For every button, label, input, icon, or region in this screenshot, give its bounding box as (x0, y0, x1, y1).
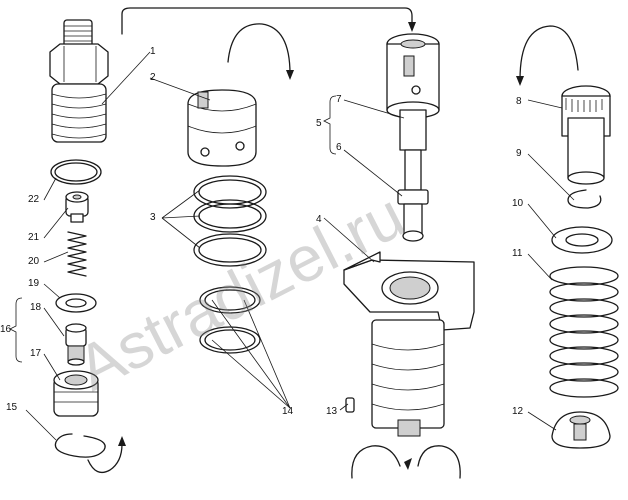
leader-lines (25, 51, 575, 441)
flow-arrows (87, 7, 579, 479)
label-3: 3 (150, 212, 156, 223)
label-10: 10 (512, 198, 524, 209)
valve-seat-17 (53, 370, 99, 417)
o-rings-14 (199, 286, 261, 354)
spring-plate-12 (551, 411, 611, 449)
circlip-9 (567, 189, 602, 209)
label-4: 4 (316, 214, 322, 225)
valve-18 (65, 323, 87, 366)
pump-housing-4 (343, 251, 475, 437)
label-1: 1 (150, 46, 156, 57)
label-7: 7 (336, 94, 342, 105)
plunger-sleeve-7 (386, 33, 440, 151)
label-6: 6 (336, 142, 342, 153)
label-11: 11 (512, 248, 523, 259)
seal-ring-22 (50, 159, 102, 185)
label-22: 22 (28, 194, 40, 205)
label-21: 21 (28, 232, 40, 243)
label-17: 17 (30, 348, 42, 359)
control-sleeve-8 (561, 85, 611, 185)
label-9: 9 (516, 148, 522, 159)
spring-stop-21 (65, 191, 89, 223)
split-ring-2 (187, 89, 257, 167)
plunger-6 (397, 149, 429, 242)
bracket-16 (9, 297, 23, 363)
pressure-fitting (49, 19, 109, 143)
label-15: 15 (6, 402, 18, 413)
bracket-5 (323, 95, 337, 155)
retaining-clip-15 (54, 433, 106, 458)
o-rings-3 (193, 175, 267, 267)
label-16: 16 (0, 324, 12, 335)
washer-10 (551, 226, 613, 254)
label-19: 19 (28, 278, 40, 289)
label-2: 2 (150, 72, 156, 83)
label-12: 12 (512, 406, 524, 417)
label-18: 18 (30, 302, 42, 313)
label-13: 13 (326, 406, 338, 417)
plunger-spring-11 (549, 266, 619, 398)
label-5: 5 (316, 118, 322, 129)
label-14: 14 (282, 406, 294, 417)
callout-labels: 1 2 3 4 5 6 7 8 9 10 11 12 13 14 15 16 1… (0, 46, 524, 417)
small-spring-20 (67, 231, 87, 277)
label-20: 20 (28, 256, 40, 267)
label-8: 8 (516, 96, 522, 107)
washer-19 (55, 293, 97, 313)
